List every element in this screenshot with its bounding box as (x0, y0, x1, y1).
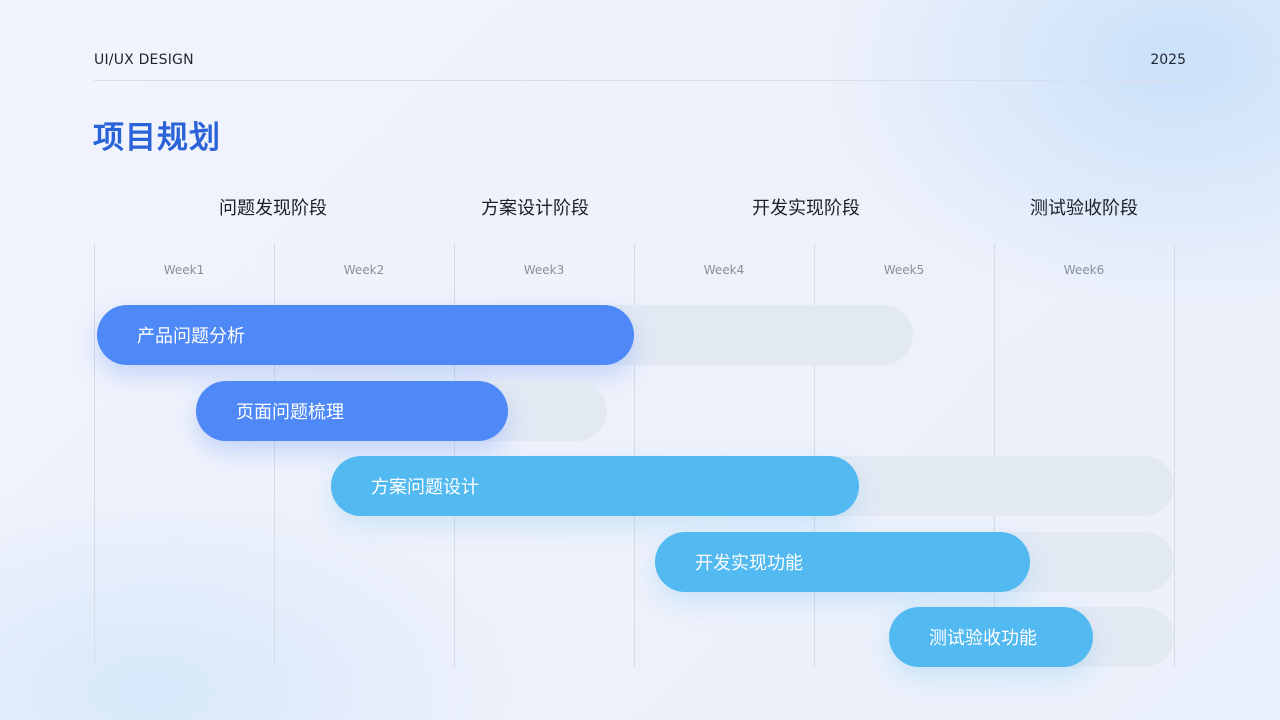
task-bar: 页面问题梳理 (196, 381, 508, 441)
task-bar: 产品问题分析 (97, 305, 634, 365)
week-label: Week6 (1063, 263, 1105, 277)
week-label: Week2 (343, 263, 385, 277)
week-gridline (94, 243, 95, 667)
phase-label-4: 测试验收阶段 (1030, 198, 1138, 219)
week-gridline (634, 243, 635, 667)
page-title: 项目规划 (93, 120, 221, 156)
task-bar: 方案问题设计 (331, 456, 859, 516)
phase-label-3: 开发实现阶段 (752, 198, 860, 219)
week-gridline (994, 243, 995, 667)
week-gridline (274, 243, 275, 667)
task-bar: 开发实现功能 (655, 532, 1030, 592)
phase-label-1: 问题发现阶段 (219, 198, 327, 219)
week-label: Week3 (523, 263, 565, 277)
header-divider (94, 80, 1187, 81)
week-label: Week1 (163, 263, 205, 277)
week-label: Week5 (883, 263, 925, 277)
week-gridline (1174, 243, 1175, 667)
task-bar: 测试验收功能 (889, 607, 1093, 667)
week-label: Week4 (703, 263, 745, 277)
week-gridline (814, 243, 815, 667)
header-year: 2025 (1150, 52, 1186, 68)
header-subtitle: UI/UX DESIGN (94, 52, 194, 68)
phase-label-2: 方案设计阶段 (481, 198, 589, 219)
week-gridline (454, 243, 455, 667)
